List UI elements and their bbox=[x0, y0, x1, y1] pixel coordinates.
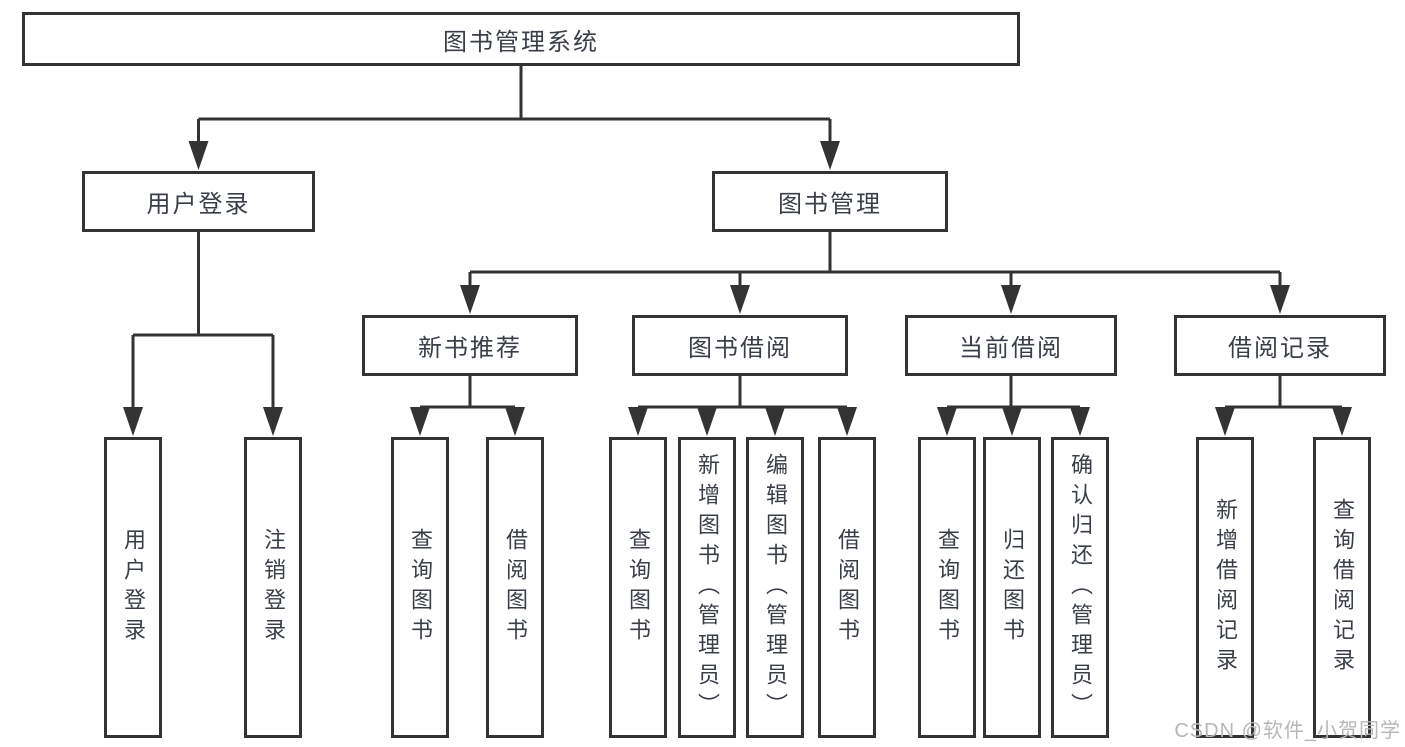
arrow-down-icon bbox=[263, 407, 283, 436]
node-label: 归还图书 bbox=[1000, 527, 1025, 648]
node-book-borrowing: 图书借阅 bbox=[632, 315, 848, 376]
arrow-down-icon bbox=[937, 407, 957, 436]
node-label: 注销登录 bbox=[261, 527, 286, 648]
node-label: 借阅记录 bbox=[1228, 335, 1332, 362]
arrow-down-icon bbox=[730, 285, 750, 314]
arrow-down-icon bbox=[837, 407, 857, 436]
arrow-down-icon bbox=[1001, 285, 1021, 314]
leaf-recommend-borrow-books: 借阅图书 bbox=[486, 437, 544, 738]
leaf-borrowing-add-books-admin: 新增图书（管理员） bbox=[678, 437, 736, 738]
arrow-down-icon bbox=[1270, 285, 1290, 314]
node-label: 图书管理 bbox=[778, 191, 882, 218]
leaf-borrowing-borrow-books: 借阅图书 bbox=[818, 437, 876, 738]
csdn-watermark: CSDN @软件_小贺同学 bbox=[1174, 720, 1401, 742]
arrow-down-icon bbox=[765, 407, 785, 436]
arrow-down-icon bbox=[460, 285, 480, 314]
node-current-borrowing: 当前借阅 bbox=[905, 315, 1117, 376]
leaf-logout: 注销登录 bbox=[244, 437, 302, 738]
node-new-book-recommendation: 新书推荐 bbox=[362, 315, 578, 376]
node-label: 借阅图书 bbox=[835, 527, 860, 648]
arrow-down-icon bbox=[410, 407, 430, 436]
arrow-down-icon bbox=[1002, 407, 1022, 436]
arrow-down-icon bbox=[1215, 407, 1235, 436]
arrowhead-icons bbox=[123, 141, 1352, 436]
node-label: 图书管理系统 bbox=[443, 28, 599, 56]
node-label: 确认归还（管理员） bbox=[1068, 452, 1093, 723]
node-label: 查询借阅记录 bbox=[1330, 497, 1355, 678]
leaf-records-query-record: 查询借阅记录 bbox=[1313, 437, 1371, 738]
leaf-current-query-books: 查询图书 bbox=[918, 437, 976, 738]
node-label: 查询图书 bbox=[935, 527, 960, 648]
node-label: 当前借阅 bbox=[959, 335, 1063, 362]
node-label: 新增图书（管理员） bbox=[695, 452, 720, 723]
node-library-management-system: 图书管理系统 bbox=[22, 12, 1020, 66]
arrow-down-icon bbox=[820, 141, 840, 170]
arrow-down-icon bbox=[1332, 407, 1352, 436]
node-label: 图书借阅 bbox=[688, 335, 792, 362]
node-borrowing-records: 借阅记录 bbox=[1174, 315, 1386, 376]
node-label: 新增借阅记录 bbox=[1213, 497, 1238, 678]
node-label: 查询图书 bbox=[626, 527, 651, 648]
arrow-down-icon bbox=[505, 407, 525, 436]
node-label: 借阅图书 bbox=[503, 527, 528, 648]
leaf-current-confirm-return-admin: 确认归还（管理员） bbox=[1051, 437, 1109, 738]
node-label: 编辑图书（管理员） bbox=[763, 452, 788, 723]
arrow-down-icon bbox=[188, 141, 209, 170]
node-book-management: 图书管理 bbox=[712, 171, 948, 232]
arrow-down-icon bbox=[697, 407, 717, 436]
arrow-down-icon bbox=[628, 407, 648, 436]
node-user-login: 用户登录 bbox=[82, 171, 315, 232]
leaf-user-login: 用户登录 bbox=[104, 437, 162, 738]
arrow-down-icon bbox=[123, 407, 143, 436]
node-label: 新书推荐 bbox=[418, 335, 522, 362]
node-label: 查询图书 bbox=[408, 527, 433, 648]
node-label: 用户登录 bbox=[146, 191, 251, 218]
node-label: 用户登录 bbox=[121, 527, 146, 648]
leaf-current-return-books: 归还图书 bbox=[983, 437, 1041, 738]
leaf-borrowing-query-books: 查询图书 bbox=[609, 437, 667, 738]
arrow-down-icon bbox=[1070, 407, 1090, 436]
leaf-records-add-record: 新增借阅记录 bbox=[1196, 437, 1254, 738]
leaf-recommend-query-books: 查询图书 bbox=[391, 437, 449, 738]
leaf-borrowing-edit-books-admin: 编辑图书（管理员） bbox=[746, 437, 804, 738]
